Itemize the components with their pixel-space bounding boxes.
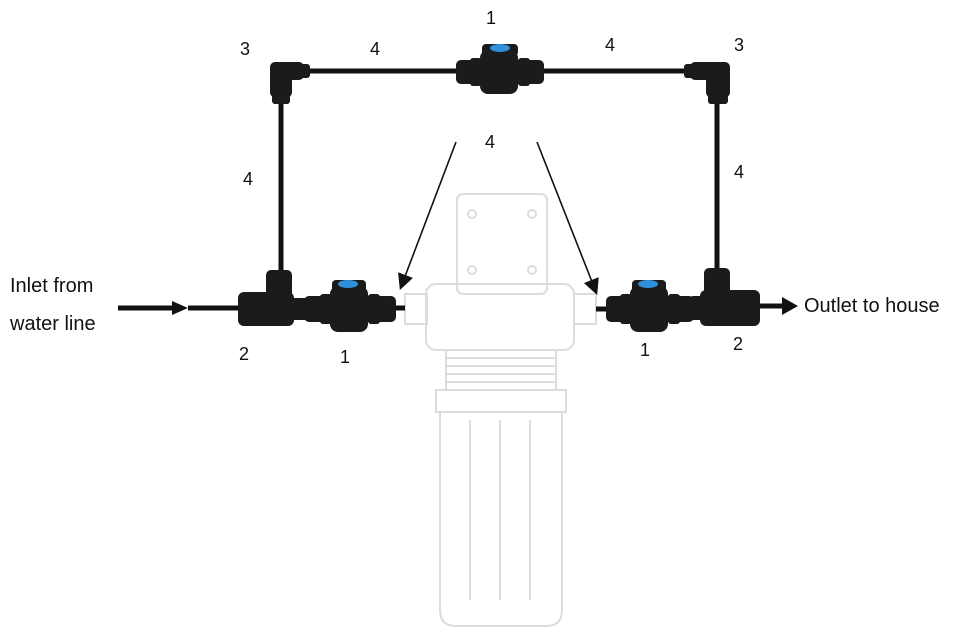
valve-knob-icon — [490, 44, 510, 52]
outlet-label: Outlet to house — [804, 295, 940, 317]
inlet-label-line2: water line — [9, 313, 96, 335]
left-tee — [238, 270, 312, 326]
right-tee — [690, 268, 760, 326]
callout-right-vertical-tube: 4 — [734, 162, 744, 182]
callout-top-left-elbow: 3 — [240, 39, 250, 59]
filter-bowl — [439, 412, 563, 627]
valve-knob-icon — [638, 280, 658, 288]
top-right-elbow — [684, 62, 730, 104]
filter-inlet-port — [404, 293, 428, 325]
filter-mount-bracket — [456, 193, 548, 295]
pointer-arrow-left-icon — [398, 141, 457, 290]
left-ball-valve — [304, 280, 396, 332]
callout-top-right-tube: 4 — [605, 35, 615, 55]
tubing — [278, 68, 720, 312]
callout-left-tee: 2 — [239, 344, 249, 364]
inlet-arrow-icon — [172, 301, 188, 315]
callout-right-valve: 1 — [640, 340, 650, 360]
callout-left-vertical-tube: 4 — [243, 169, 253, 189]
top-ball-valve — [456, 44, 544, 94]
callout-left-valve: 1 — [340, 347, 350, 367]
top-left-elbow — [270, 62, 310, 104]
pointer-arrow-right-icon — [536, 141, 599, 295]
right-ball-valve — [606, 280, 694, 332]
valve-knob-icon — [338, 280, 358, 288]
bracket-hole — [527, 209, 537, 219]
callout-top-right-elbow: 3 — [734, 35, 744, 55]
filter-outlet-port — [573, 293, 597, 325]
filter-ring — [435, 389, 567, 413]
filter-collar — [445, 349, 557, 391]
bracket-hole — [527, 265, 537, 275]
callout-top-left-tube: 4 — [370, 39, 380, 59]
bracket-hole — [467, 265, 477, 275]
callout-top-valve: 1 — [486, 8, 496, 28]
outlet-arrow-icon — [782, 297, 798, 315]
bracket-hole — [467, 209, 477, 219]
callout-right-tee: 2 — [733, 334, 743, 354]
callout-center-tube: 4 — [485, 132, 495, 152]
inlet-label-line1: Inlet from — [10, 275, 93, 297]
filter-housing — [404, 193, 597, 627]
